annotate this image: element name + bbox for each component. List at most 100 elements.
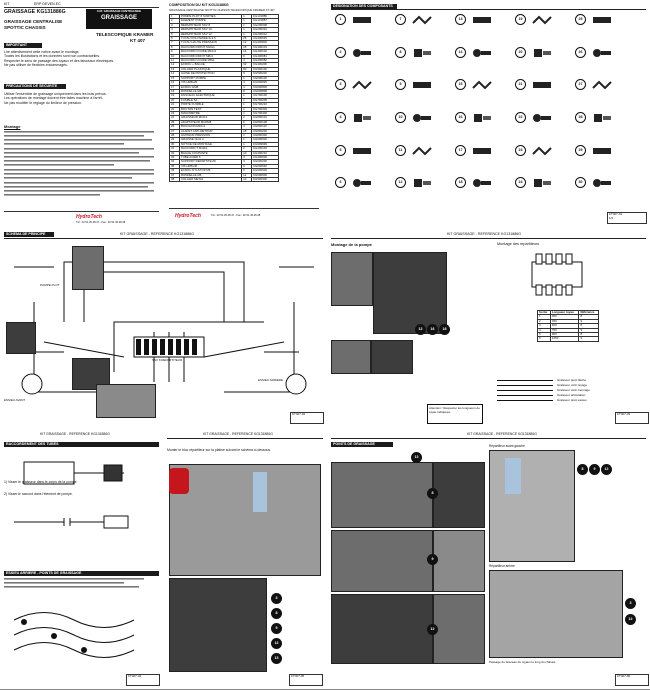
machine-name-1: TELESCOPIQUE KRAMER xyxy=(96,32,154,37)
footer-phone: Tél : 02.51.45.48.47 - Fax : 02.51.45.48… xyxy=(211,214,261,217)
table-cell: KG500300 xyxy=(251,176,279,183)
part-number: 21 xyxy=(515,79,526,91)
grease-photo-6 xyxy=(433,594,485,664)
cover-subtitle-1: GRAISSAGE CENTRALISE xyxy=(4,19,63,24)
part-number: 25 xyxy=(575,14,586,25)
part-icon xyxy=(472,80,492,90)
table-cell: RACCORD COUDE M8x1 xyxy=(178,58,243,64)
part-number: 5 xyxy=(335,144,346,156)
rear-axle-text-lines xyxy=(4,578,144,588)
sheet-cover: KIT ERP DEVEN.EC GRAISSAGE KG131886G CAT… xyxy=(0,0,164,229)
caption-3: Passage du faisceau de tuyaux le long du… xyxy=(489,660,556,664)
part-icon xyxy=(593,147,611,154)
table-cell: 10 xyxy=(241,176,253,183)
callout-marker: 16 xyxy=(427,324,438,335)
sheet-page-number: 1/2 xyxy=(609,215,614,220)
tube-section-2-header: ESSIEU ARRIERE - POINTS DE GRAISSAGE xyxy=(4,571,159,576)
table-cell: KG600808 xyxy=(251,88,279,95)
table-cell: NOTICE DE MONTAGE xyxy=(178,141,243,148)
part-number: 18 xyxy=(455,177,466,189)
grease-points-header: POINTS DE GRAISSAGE xyxy=(331,442,393,447)
callout-marker: 8 xyxy=(577,464,588,475)
sheet-schematic: SCHEMA DE PRINCIPE KIT GRAISSAGE - REFER… xyxy=(0,228,328,429)
part-icon xyxy=(593,17,611,23)
tube-connection-drawing xyxy=(14,461,129,529)
part-icon xyxy=(473,48,491,57)
brand-box-top: CAT. GRAISSAGE CENTRALISEE xyxy=(96,9,142,13)
legend-label: Graisseur articulation xyxy=(557,393,586,397)
callout-marker: 9 xyxy=(589,464,600,475)
section-precautions-header: PRECAUTIONS DE SECURITE xyxy=(4,84,66,89)
sheet-ref: KT407-03 xyxy=(615,412,649,424)
sheet-tube-connection: KIT GRAISSAGE - REFERENCE KG131886G RACC… xyxy=(0,428,164,690)
sheet-ref: KT407-04 xyxy=(126,674,160,686)
table-cell: KG700100 xyxy=(251,93,279,99)
part-number: 10 xyxy=(395,112,406,123)
grease-photo-1 xyxy=(331,462,433,528)
part-number: 12 xyxy=(395,177,406,189)
part-icon xyxy=(533,114,551,122)
cover-tag-row: KIT ERP DEVEN.EC xyxy=(4,2,159,8)
grease-photo-5 xyxy=(331,594,433,664)
table-cell: 9 xyxy=(578,336,599,342)
legend-item: Graisseur pivot flèche xyxy=(497,378,647,383)
legend-line xyxy=(497,395,553,396)
table-cell: KG800108 xyxy=(251,119,279,126)
sheet-ref: KT407-05 xyxy=(289,674,323,686)
table-cell: KG300615 xyxy=(251,35,279,42)
pump-subtitle: Montage de la pompe xyxy=(331,242,372,247)
legend-item: Graisseur vérin levage xyxy=(497,383,647,388)
caption-1: Répartiteur avant gauche xyxy=(489,444,525,448)
part-number: 26 xyxy=(575,46,586,58)
caption-2: Répartiteur arrière xyxy=(489,564,515,568)
table-cell: KG200008 xyxy=(251,22,279,29)
part-number: 19 xyxy=(515,14,526,25)
table-cell: KG400103 xyxy=(251,146,279,152)
schematic-title: KIT GRAISSAGE - REFERENCE KG131886G xyxy=(120,232,195,236)
blue-tag xyxy=(253,472,267,512)
cover-subtitle-2: SPOTTIC CHASSIS xyxy=(4,25,46,30)
callout-marker: 13 xyxy=(271,653,282,664)
callout-marker: 12 xyxy=(271,638,282,649)
part-icon xyxy=(594,114,611,122)
part-icon xyxy=(413,114,431,122)
brand-logo-text: GRAISSAGE xyxy=(100,15,137,21)
grease-photo-4 xyxy=(433,530,485,592)
part-number: 16 xyxy=(455,112,466,123)
sheet-pump-mounting: KIT GRAISSAGE - REFERENCE KG131886G Mont… xyxy=(327,228,650,429)
section-important-header: IMPORTANT xyxy=(4,43,42,48)
part-icon xyxy=(592,80,612,90)
table-cell: FAISCEAU ELECTRIQUE xyxy=(178,93,243,99)
cover-tag-mid: ERP DEVEN.EC xyxy=(34,2,61,6)
part-icon xyxy=(533,82,551,89)
part-icon xyxy=(473,147,491,154)
legend-label: Graisseur pivot flèche xyxy=(557,378,587,382)
part-number: 17 xyxy=(455,144,466,156)
important-item: Ne pas utiliser de flexibles endommagés. xyxy=(4,63,68,68)
pump-sheet-header: KIT GRAISSAGE - REFERENCE KG131886G xyxy=(447,232,522,236)
table-cell: KG800101 xyxy=(251,115,279,121)
legend-label: Graisseur vérin levage xyxy=(557,383,588,387)
sheet-ref: KT407-01 1/2 xyxy=(607,212,647,224)
grease-points-header-right: KIT GRAISSAGE - REFERENCE KG131886G xyxy=(467,432,537,436)
table-cell: KG400082 xyxy=(251,58,279,64)
legend-item: Graisseur articulation xyxy=(497,393,647,398)
table-cell: KG600800 xyxy=(251,84,279,90)
part-number: 24 xyxy=(515,177,526,189)
part-number: 28 xyxy=(575,112,586,123)
table-cell: 1050 xyxy=(549,336,580,342)
table-cell: KG400200 xyxy=(251,62,279,68)
table-cell: KG131887 xyxy=(251,18,279,24)
table-cell: KG700300 xyxy=(251,106,279,112)
plate-note: Monter le bloc répartiteur sur la platin… xyxy=(167,448,272,452)
sheet-grease-points: POINTS DE GRAISSAGE KIT GRAISSAGE - REFE… xyxy=(327,428,650,690)
callout-marker: 8 xyxy=(427,488,438,499)
